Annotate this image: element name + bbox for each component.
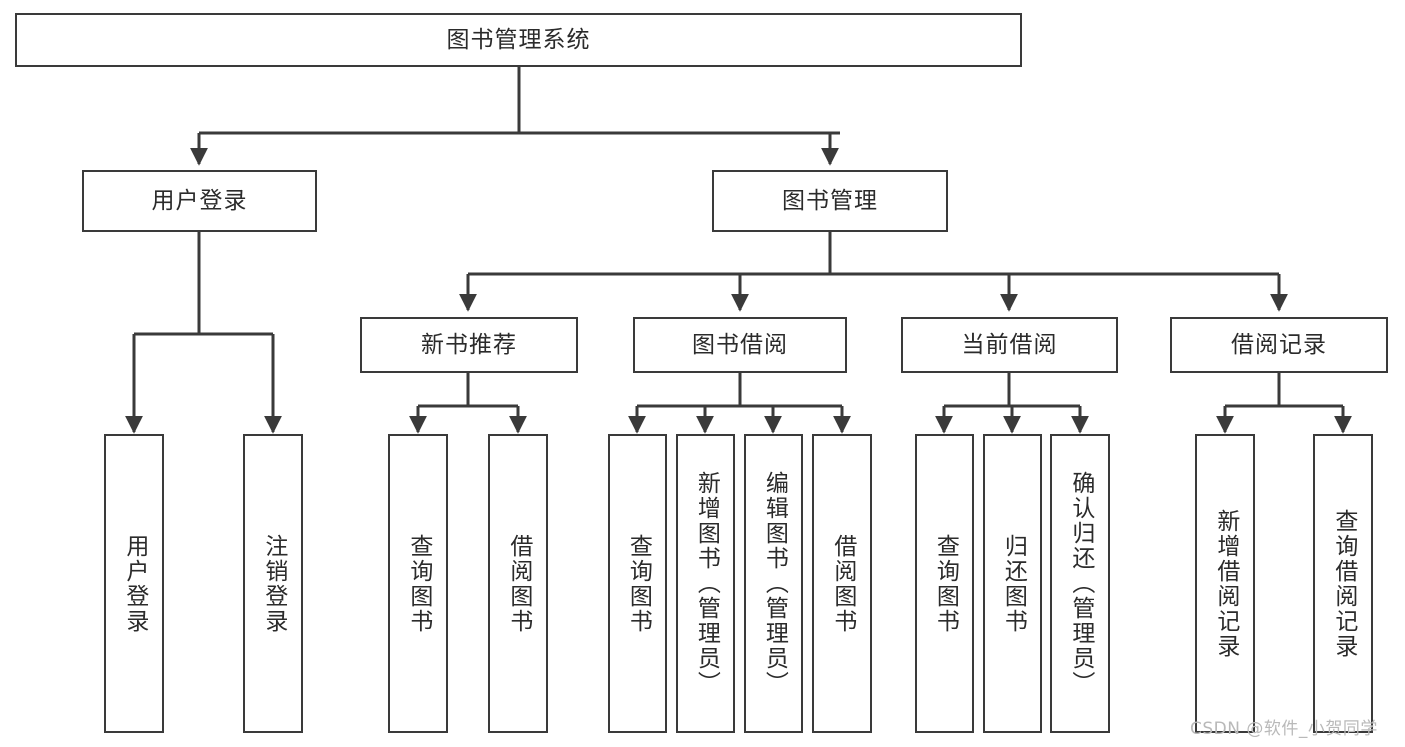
leaf-current-confirm-return-admin[interactable]: 确认归还（管理员）	[1050, 434, 1110, 733]
leaf-label: 借阅图书	[829, 533, 856, 634]
leaf-label: 编辑图书（管理员）	[761, 471, 788, 696]
leaf-label: 确认归还（管理员）	[1067, 471, 1094, 696]
node-root-system[interactable]: 图书管理系统	[15, 13, 1022, 67]
leaf-label: 查询借阅记录	[1330, 508, 1357, 659]
leaf-borrow-add-book-admin[interactable]: 新增图书（管理员）	[676, 434, 735, 733]
node-borrow-record[interactable]: 借阅记录	[1170, 317, 1388, 373]
leaf-label: 注销登录	[260, 533, 287, 634]
node-current-borrow[interactable]: 当前借阅	[901, 317, 1118, 373]
leaf-label: 查询图书	[625, 533, 652, 634]
leaf-current-query-book[interactable]: 查询图书	[915, 434, 974, 733]
leaf-borrow-borrow-book[interactable]: 借阅图书	[812, 434, 872, 733]
leaf-label: 查询图书	[932, 533, 959, 634]
leaf-record-add-record[interactable]: 新增借阅记录	[1195, 434, 1255, 733]
leaf-borrow-edit-book-admin[interactable]: 编辑图书（管理员）	[744, 434, 803, 733]
leaf-current-return-book[interactable]: 归还图书	[983, 434, 1042, 733]
leaf-label: 借阅图书	[505, 533, 532, 634]
leaf-user-login-signout[interactable]: 注销登录	[243, 434, 303, 733]
node-new-book-recommend[interactable]: 新书推荐	[360, 317, 578, 373]
leaf-record-query-record[interactable]: 查询借阅记录	[1313, 434, 1373, 733]
leaf-label: 查询图书	[405, 533, 432, 634]
leaf-user-login-signin[interactable]: 用户登录	[104, 434, 164, 733]
leaf-recommend-query-book[interactable]: 查询图书	[388, 434, 448, 733]
leaf-label: 用户登录	[121, 533, 148, 634]
node-book-borrow[interactable]: 图书借阅	[633, 317, 847, 373]
leaf-recommend-borrow-book[interactable]: 借阅图书	[488, 434, 548, 733]
node-book-management[interactable]: 图书管理	[712, 170, 948, 232]
watermark: CSDN @软件_小贺同学	[1190, 719, 1378, 739]
leaf-label: 新增图书（管理员）	[693, 471, 720, 696]
leaf-borrow-query-book[interactable]: 查询图书	[608, 434, 667, 733]
leaf-label: 新增借阅记录	[1212, 508, 1239, 659]
node-user-login[interactable]: 用户登录	[82, 170, 317, 232]
leaf-label: 归还图书	[1000, 533, 1027, 634]
